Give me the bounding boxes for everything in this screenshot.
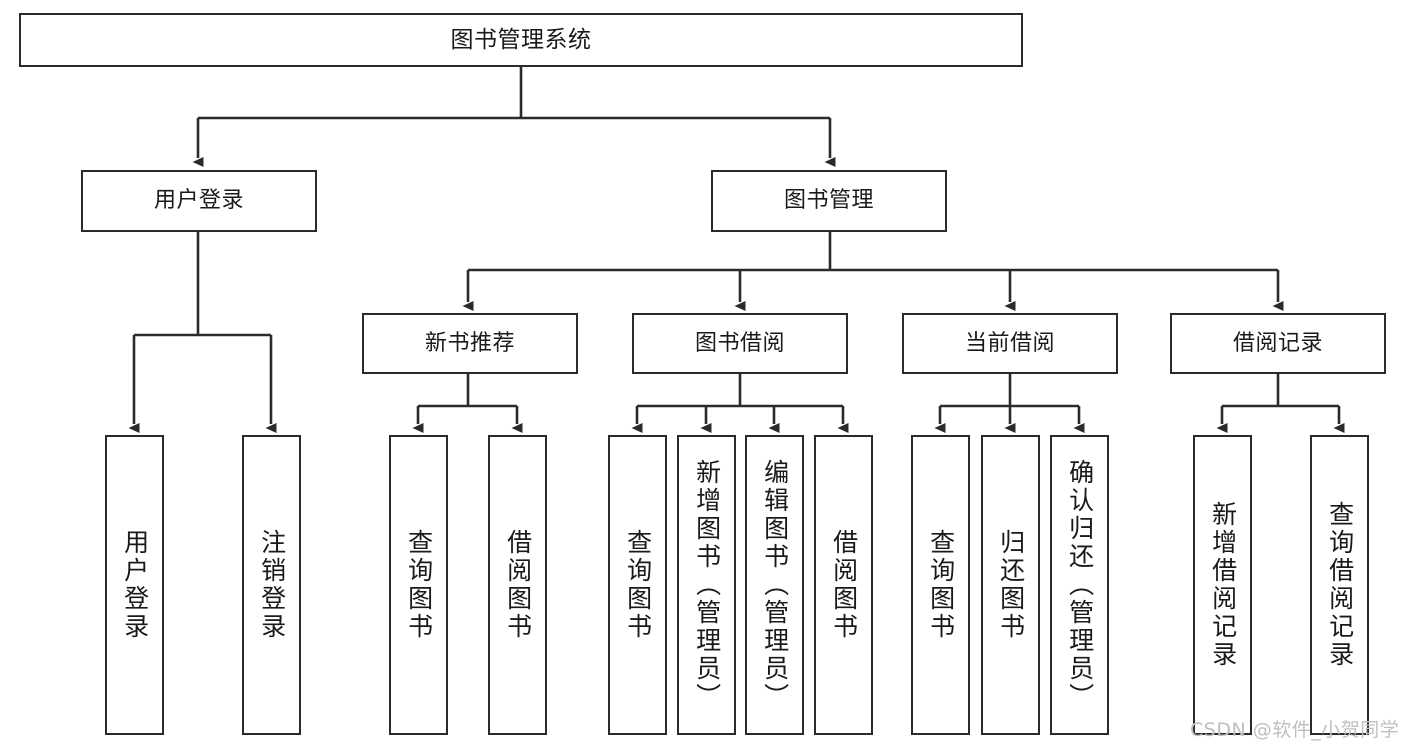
- node-leaf-user-logout[interactable]: 注销登录: [242, 435, 301, 735]
- node-label: 查询图书: [404, 529, 434, 641]
- node-book-borrow[interactable]: 图书借阅: [632, 313, 848, 374]
- node-label: 新书推荐: [424, 330, 515, 356]
- node-root-book-management-system[interactable]: 图书管理系统: [19, 13, 1023, 67]
- node-leaf-add-book[interactable]: 新增图书（管理员）: [677, 435, 736, 735]
- node-label: 确认归还（管理员）: [1065, 459, 1095, 711]
- node-leaf-edit-book[interactable]: 编辑图书（管理员）: [745, 435, 804, 735]
- node-leaf-user-login[interactable]: 用户登录: [105, 435, 164, 735]
- node-leaf-add-borrow-record[interactable]: 新增借阅记录: [1193, 435, 1252, 735]
- node-label: 新增图书（管理员）: [692, 459, 722, 711]
- node-label: 用户登录: [153, 188, 244, 214]
- node-label: 归还图书: [996, 529, 1026, 641]
- node-leaf-borrow-book[interactable]: 借阅图书: [814, 435, 873, 735]
- node-label: 图书管理: [783, 188, 874, 214]
- node-new-book-recommend[interactable]: 新书推荐: [362, 313, 578, 374]
- node-label: 借阅图书: [503, 529, 533, 641]
- node-label: 查询图书: [623, 529, 653, 641]
- node-leaf-query-book-borrow[interactable]: 查询图书: [608, 435, 667, 735]
- node-leaf-query-book-recommend[interactable]: 查询图书: [389, 435, 448, 735]
- csdn-watermark: CSDN @软件_小贺同学: [1190, 719, 1400, 741]
- node-label: 当前借阅: [964, 330, 1055, 356]
- node-leaf-return-book[interactable]: 归还图书: [981, 435, 1040, 735]
- node-label: 借阅记录: [1232, 330, 1323, 356]
- node-label: 图书管理系统: [450, 26, 592, 53]
- node-leaf-confirm-return[interactable]: 确认归还（管理员）: [1050, 435, 1109, 735]
- node-label: 编辑图书（管理员）: [760, 459, 790, 711]
- node-label: 图书借阅: [694, 330, 785, 356]
- node-leaf-query-borrow-record[interactable]: 查询借阅记录: [1310, 435, 1369, 735]
- node-user-login[interactable]: 用户登录: [81, 170, 317, 232]
- node-current-borrow[interactable]: 当前借阅: [902, 313, 1118, 374]
- node-label: 新增借阅记录: [1208, 501, 1238, 669]
- node-label: 借阅图书: [829, 529, 859, 641]
- node-borrow-record[interactable]: 借阅记录: [1170, 313, 1386, 374]
- node-leaf-query-book-current[interactable]: 查询图书: [911, 435, 970, 735]
- node-leaf-borrow-book-recommend[interactable]: 借阅图书: [488, 435, 547, 735]
- node-label: 查询借阅记录: [1325, 501, 1355, 669]
- node-book-management[interactable]: 图书管理: [711, 170, 947, 232]
- node-label: 用户登录: [120, 529, 150, 641]
- node-label: 注销登录: [257, 529, 287, 641]
- node-label: 查询图书: [926, 529, 956, 641]
